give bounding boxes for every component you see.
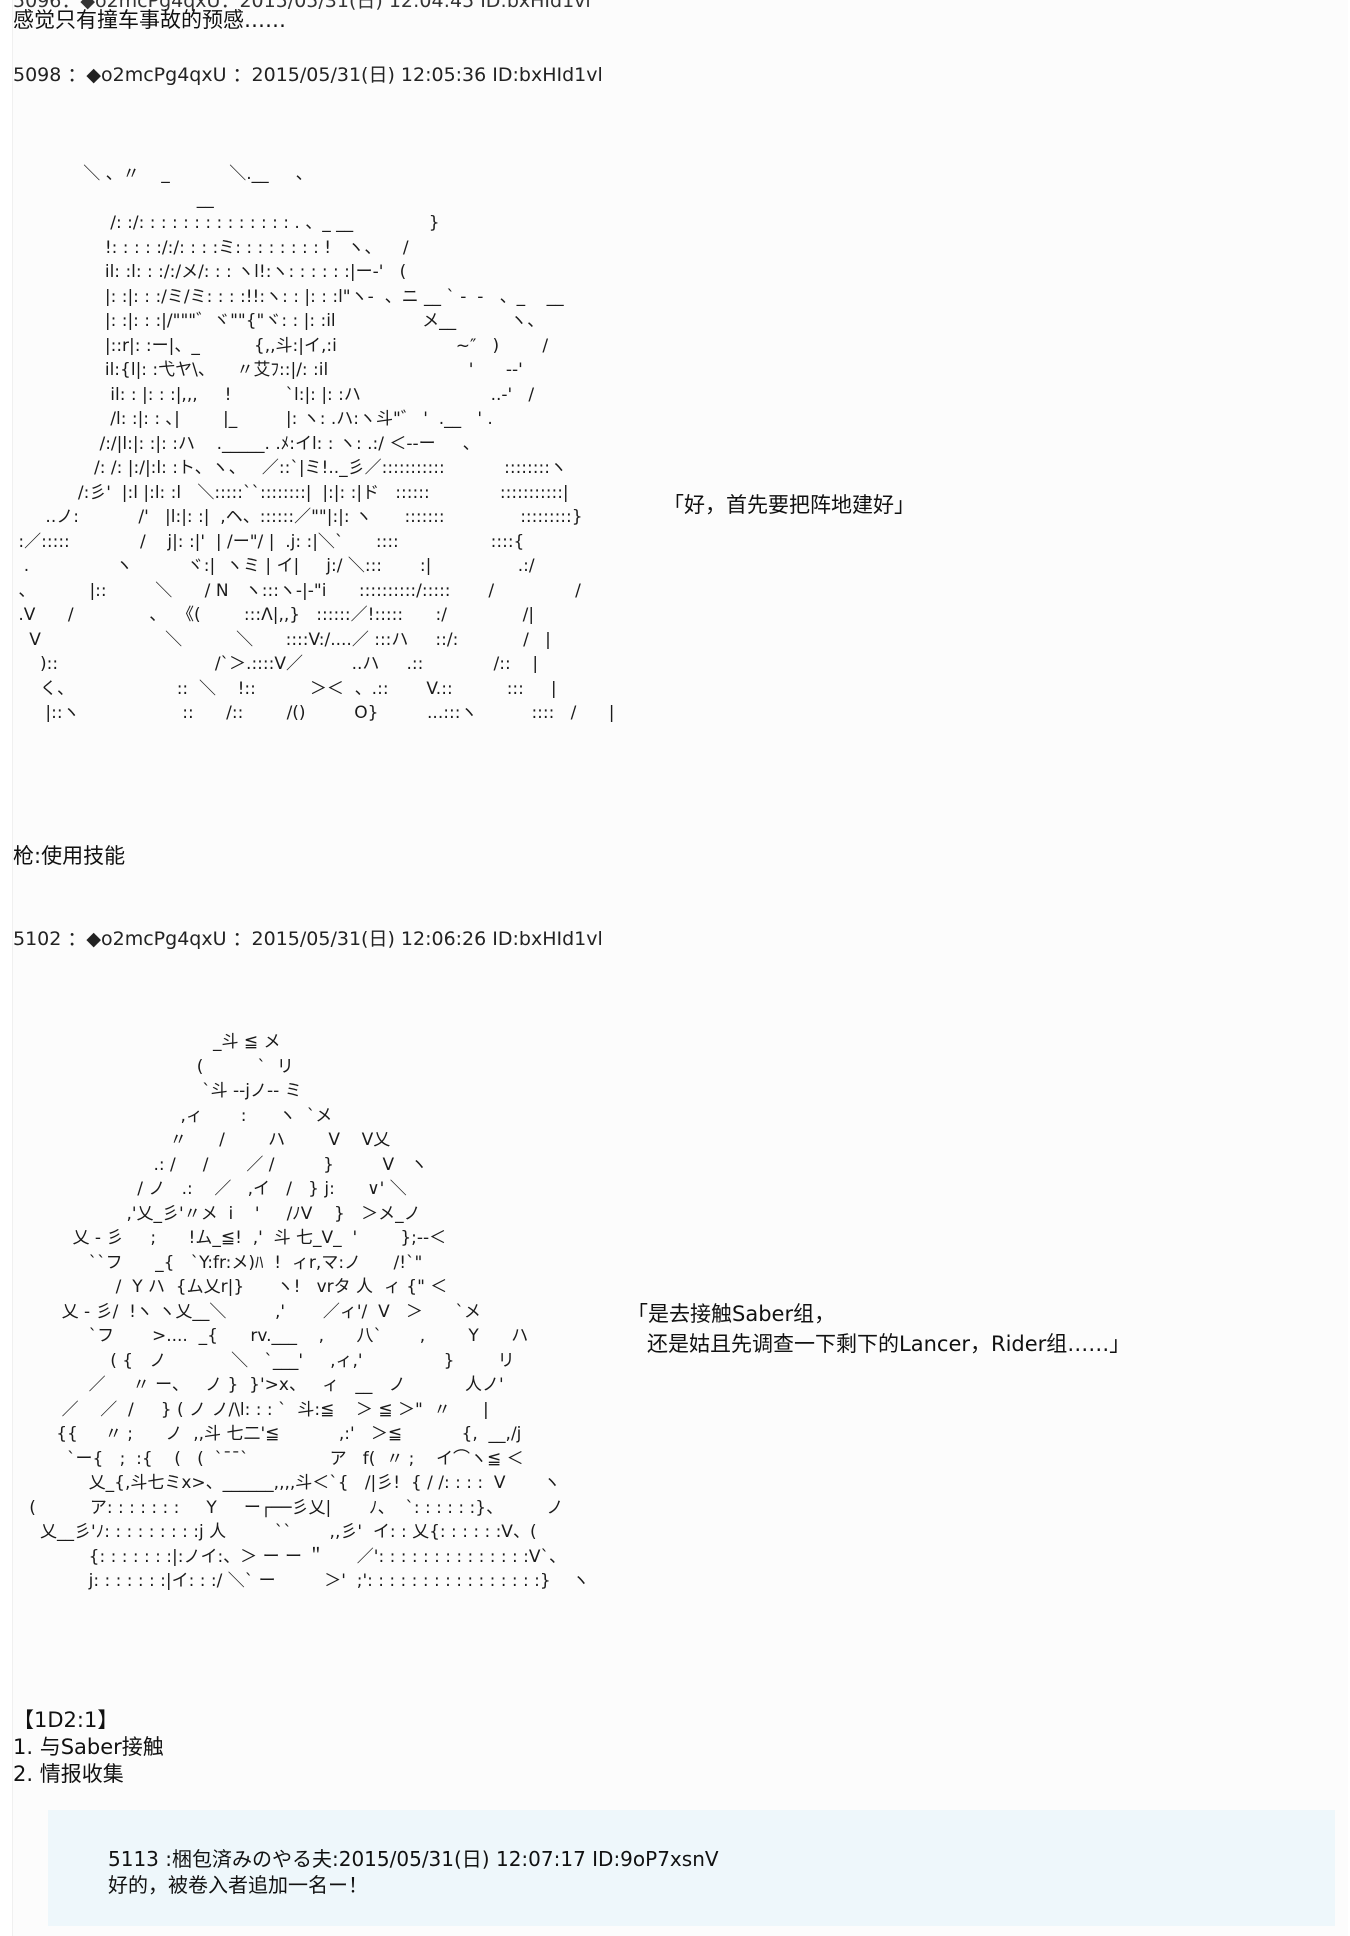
post-header-5098: 5098 ：◆o2mcPg4qxU ：2015/05/31(日) 12:05:3… [13,64,603,86]
ascii-art-character-1: ＼ 、〃 _ ＼.__ 、 __ /: :/: : : : : : : : : … [18,164,615,723]
ascii-art-character-2: _斗 ≦ メ ( ` リ `斗 --jノ-- ミ ,ィ : ヽ `メ 〃 / [29,1032,590,1591]
reply-header: 5113 :梱包済みのやる夫:2015/05/31(日) 12:07:17 ID… [108,1847,719,1871]
speech-line-2: 还是姑且先调查一下剩下的Lancer，Rider组……」 [627,1332,1131,1356]
reply-quote-box: 5113 :梱包済みのやる夫:2015/05/31(日) 12:07:17 ID… [48,1810,1335,1926]
speech-line: 「好，首先要把阵地建好」 [663,493,915,517]
choice-item: 1. 与Saber接触 [13,1735,164,1759]
action-line: 枪:使用技能 [13,844,126,868]
choice-title: 【1D2:1】 [13,1708,119,1732]
choice-item: 2. 情报收集 [13,1762,124,1786]
reply-text: 好的，被卷入者追加一名ー！ [108,1873,368,1897]
thread-page: 5096：◆o2mcPg4qxU：2015/05/31(日) 12:04:45 … [12,0,1348,1936]
speech-line-1: 「是去接触Saber组， [627,1302,836,1326]
post-text: 感觉只有撞车事故的预感…… [13,8,286,32]
post-header-5102: 5102 ：◆o2mcPg4qxU ：2015/05/31(日) 12:06:2… [13,928,603,950]
partial-post-header: 5096：◆o2mcPg4qxU：2015/05/31(日) 12:04:45 … [13,0,591,12]
